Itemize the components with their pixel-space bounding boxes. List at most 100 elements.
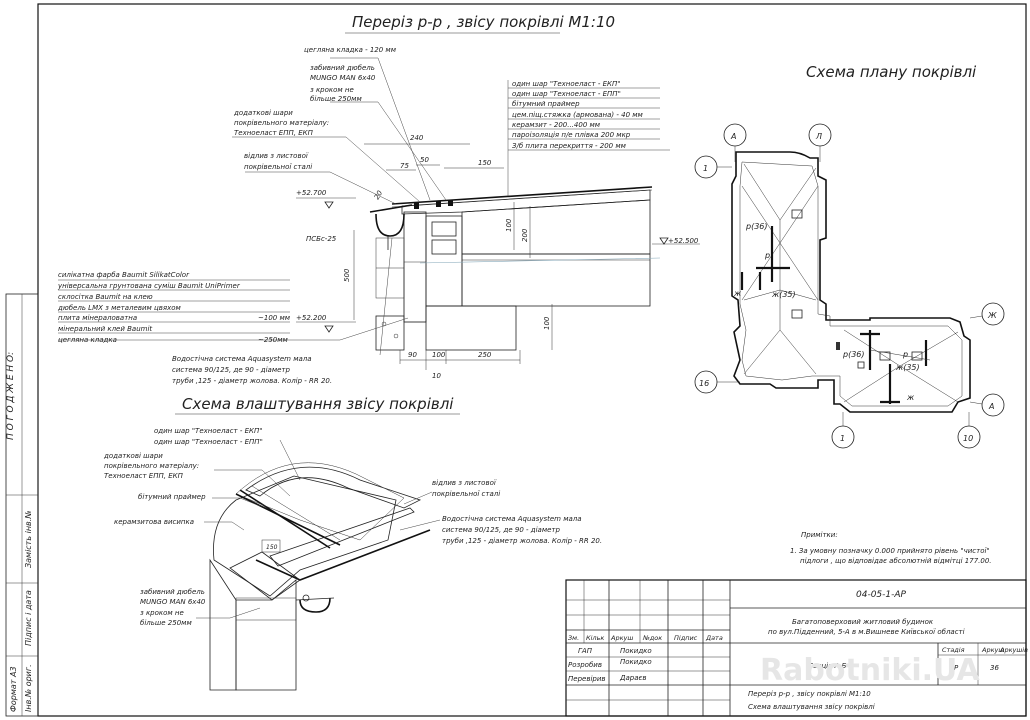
axis-bubble-Zh [981,302,1005,326]
roof-layer-6: пароізоляція п/е плівка 200 мкр [512,131,631,139]
section-drain-3: труби ,125 - діаметр жолова. Колір - RR … [172,377,332,385]
dim-240: 240 [410,134,424,142]
parapet-brick-1 [431,221,457,237]
strip-format: Формат А3 [9,666,18,712]
tb-h-data: Дата [705,634,723,642]
brick-wall [425,305,517,351]
axis-label-1-left: 1 [703,164,708,173]
strip-inv: Інв.№ ориг. [24,664,33,712]
dim-100c: 100 [432,351,446,359]
wall-layer-5: плита мінераловатна [58,314,137,322]
iso-parapet-top [229,551,301,601]
section-notes: цегляна кладка - 120 мм забивний дюбель … [57,46,699,385]
roof-layer-7: З/б плита перекриття - 200 мм [512,142,627,150]
wall-thk-brick: ~250мм [258,336,289,344]
plan-mark-r-2: р [902,350,908,359]
roof-inlet-4 [911,351,923,361]
level-top-text: +52.700 [296,189,327,197]
roof-inlet-2 [791,309,803,319]
iso-wall-face [209,558,237,691]
dim-150: 150 [478,159,492,167]
notes-line-1: 1. За умовну позначку 0.000 прийнято рів… [790,547,990,555]
wall-thk-wool: ~100 мм [258,314,291,322]
iso-drain-2: система 90/125, де 90 - діаметр [442,526,560,534]
iso-gutter-1: відлив з листової [432,479,497,487]
plan-mark-r36-1: р(36) [745,222,768,231]
title-block: 04-05-1-АР Багатоповерховий житловий буд… [565,579,1028,717]
iso-eave: 150 [196,439,441,691]
iso-dowel-1: забивний дюбель [140,588,205,596]
level-right-text: +52.500 [668,237,699,245]
roof-layer-4: цем.піщ.стяжка (армована) - 40 мм [512,111,644,119]
title-block-frame [565,579,1027,717]
notes-line-2: підлоги , що відповідає абсолютній відмі… [800,557,992,565]
roof-inlet-3 [879,351,891,361]
roof-layer-1: один шар "Техноеласт - ЕКП" [512,80,621,88]
iso-dim-150: 150 [266,544,278,551]
plan-title: Схема плану покрівлі [806,63,977,81]
brick-parapet [425,215,463,307]
approval-strip: П О Г О Д Ж Е Н О: Замість інв.№ Підпис … [5,293,39,717]
dim-10: 10 [432,372,441,380]
leader-wall [58,317,409,341]
tb-section: Секція А,Б [808,662,847,670]
tb-role-rozrobyv: Розробив [568,661,602,669]
dim-500: 500 [343,268,351,282]
tb-drawing-1: Переріз р-р , звісу покрівлі М1:10 [748,690,871,698]
section-gutter-2: покрівельної сталі [244,163,312,171]
dim-200: 200 [521,228,529,242]
section-top-note-2: забивний дюбель [310,64,375,72]
tb-h-arkush: Аркуш [610,634,633,642]
plan-outline [731,151,971,413]
tb-stage: Р [954,664,959,672]
membrane-line-2 [391,189,653,208]
section-drain-2: система 90/125, де 90 - діаметр [172,366,290,374]
plan-mark-zh35-2: ж(35) [895,363,920,372]
wall-layer-1: силікатна фарба Baumit SilikatColor [58,271,190,279]
roof-layer-3: бітумний праймер [512,100,580,108]
tb-sheet-h: Аркуш [981,646,1004,654]
drip-edge [369,204,413,213]
dim-100a: 100 [505,218,513,232]
section-extra-1: додаткові шари [233,109,293,117]
tb-sheet-no: 36 [990,664,999,672]
iso-gutter [299,597,331,613]
tb-role-gap: ГАП [578,647,593,655]
tb-name-3: Дараєв [619,674,646,682]
iso-drain-3: труби ,125 - діаметр жолова. Колір - RR … [442,537,602,545]
section-gutter-1: відлив з листової [244,152,309,160]
parapet-brick-2 [431,239,457,255]
iso-dowel-2: MUNGO MAN 6х40 [140,598,206,606]
axis-label-10: 10 [963,434,973,443]
tb-project-2: по вул.Підденний, 5-А в м.Вишневе Київсь… [768,628,965,636]
mineral-wool [403,211,427,323]
iso-layer-2: один шар "Техноеласт - ЕПП" [154,438,263,446]
strip-zamist: Замість інв.№ [24,510,33,568]
membrane-line [391,186,653,205]
strip-pidpys: Підпис і дата [24,590,33,646]
psb-insulation [403,261,427,323]
leader-extra [232,136,421,203]
wall-layer-6: мінеральний клей Baumit [58,325,152,333]
wall-layer-7: цегляна кладка [58,336,117,344]
wall-layer-4: дюбель LMX з металевим цвяхом [57,304,182,312]
plaster-block [375,315,405,351]
iso-insulation-strip [235,597,297,621]
watermark: Rabotniki.UA [760,653,980,688]
keramzit-layer [461,199,651,255]
section-top-note-1: цегляна кладка - 120 мм [304,46,397,54]
tb-sheets-h: Аркушів [999,646,1028,654]
dim-90: 90 [408,351,417,359]
tb-h-pidpys: Підпис [674,634,698,642]
gutter [375,213,405,237]
psb-label: ПСБс-25 [306,235,337,243]
section-top-note-3: MUNGO MAN 6х40 [310,74,376,82]
iso-flashing [269,507,415,567]
iso-wall-front [235,579,297,691]
tb-name-2: Покидко [620,658,652,666]
plan-mark-zh35-1: ж(35) [771,290,796,299]
leader-brick [330,57,431,201]
tb-stage-h: Стадія [942,646,965,654]
